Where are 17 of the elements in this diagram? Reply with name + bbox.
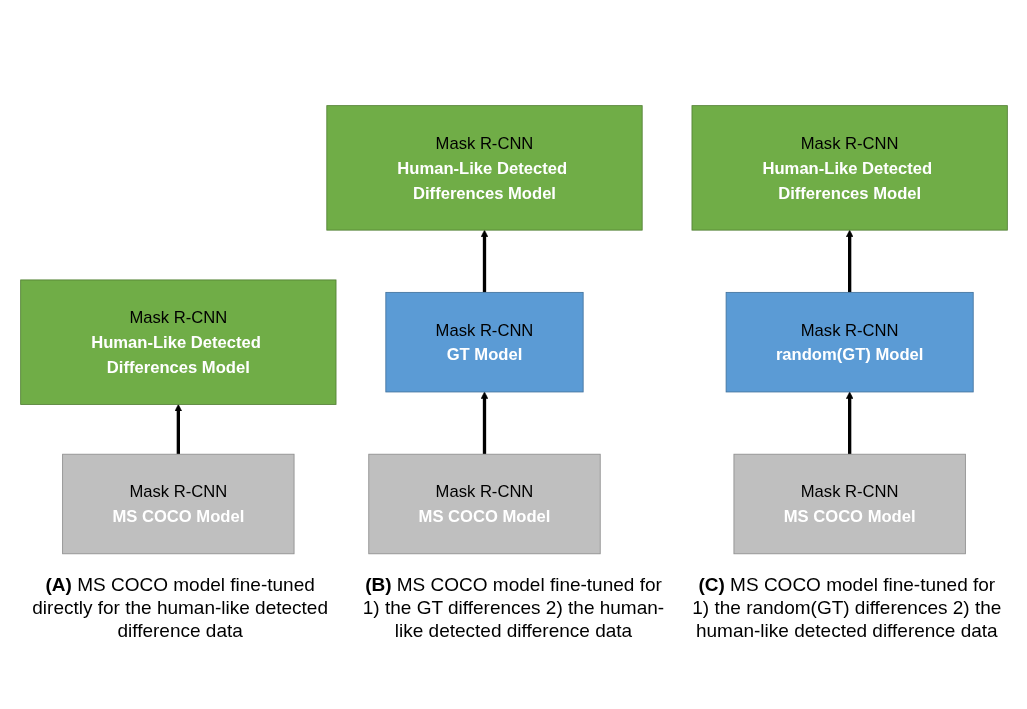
arrow [480,229,488,292]
arrow [480,391,488,454]
node-box [61,453,294,554]
arrow [845,229,853,292]
flowchart: Mask R-CNN Human-Like Detected Differences Model Mask R-CNN MS COCO Model Mask R-CNN Human-Like Detected Differences Model Mask R-CNN GT Model Mask R-CNN MS COCO Model Mask R-CNN Human-Like Detected Differences Model Mask R-CNN random(GT) Model Mask R-CNN MS COCO Model [13,98,1014,560]
node-box [19,279,336,405]
node-box [325,104,643,231]
caption-text: (C) MS COCO model fine-tuned for 1) the random(GT) differences 2) the human-like detected difference data [691,574,1002,643]
node-box [691,104,1008,231]
arrow [174,403,182,454]
node-box [367,453,601,554]
caption-text: (B) MS COCO model fine-tuned for 1) the GT differences 2) the human-like detected difference data [361,574,666,643]
arrow [845,391,853,454]
node-box [384,291,584,392]
node-box [725,291,974,392]
caption-text: (A) MS COCO model fine-tuned directly for the human-like detected difference data [31,574,329,643]
node-box [733,453,966,554]
